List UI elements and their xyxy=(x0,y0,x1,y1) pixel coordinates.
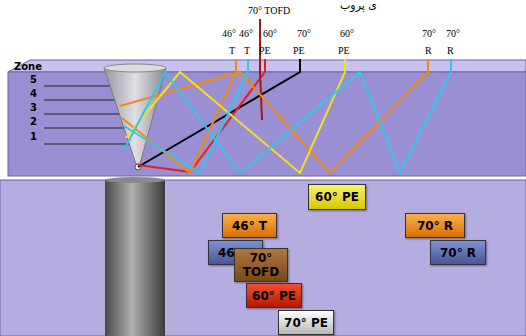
slab-top xyxy=(8,60,526,72)
probe-box: 70° TOFD xyxy=(234,248,288,282)
probe-name: 70° R xyxy=(417,219,453,233)
probe-label: PE xyxy=(293,45,305,57)
probe-name: 70° PE xyxy=(284,316,328,330)
probe-label: 70° xyxy=(297,28,311,40)
probe-box: 70° R xyxy=(405,213,465,238)
probe-label: 60° xyxy=(263,28,277,40)
zone-label: 2 xyxy=(30,116,37,128)
probe-box: 60° PE xyxy=(246,283,302,308)
beam-paths xyxy=(120,19,451,173)
probe-box: 70° PE xyxy=(278,310,334,335)
probe-label: PE xyxy=(259,45,271,57)
probe-label: R xyxy=(447,45,454,57)
zone-label: Zone xyxy=(14,61,42,73)
probe-name: 70° R xyxy=(440,246,476,260)
probe-box: 60° PE xyxy=(308,184,366,210)
probe-label: ی پروب xyxy=(340,0,377,13)
probe-label: 46° xyxy=(222,28,236,40)
probe-label: 70° xyxy=(422,28,436,40)
probe-label: PE xyxy=(338,45,350,57)
zone-label: 4 xyxy=(30,88,37,100)
probe-label: 70° xyxy=(446,28,460,40)
flaw-cone xyxy=(104,68,166,164)
probe-name: 60° PE xyxy=(252,289,296,303)
plan-view xyxy=(0,180,526,336)
zone-label: 1 xyxy=(30,131,37,143)
probe-label: 60° xyxy=(340,28,354,40)
probe-box: 70° R xyxy=(430,240,486,265)
flaw-cone-top xyxy=(104,64,166,72)
probe-name: 60° PE xyxy=(315,190,359,204)
cylinder-top xyxy=(105,177,165,183)
probe-name: 46° T xyxy=(232,219,267,233)
probe-label: 46° xyxy=(239,28,253,40)
probe-label: T xyxy=(229,45,235,57)
zone-label: 5 xyxy=(30,74,37,86)
probe-label: 70° TOFD xyxy=(248,5,290,17)
probe-cylinder xyxy=(105,180,165,336)
slab-front xyxy=(8,72,526,176)
probe-box: 46° T xyxy=(222,213,277,238)
probe-label: R xyxy=(425,45,432,57)
probe-name: 70° TOFD xyxy=(235,251,287,279)
probe-label: T xyxy=(244,45,250,57)
zone-label: 3 xyxy=(30,102,37,114)
